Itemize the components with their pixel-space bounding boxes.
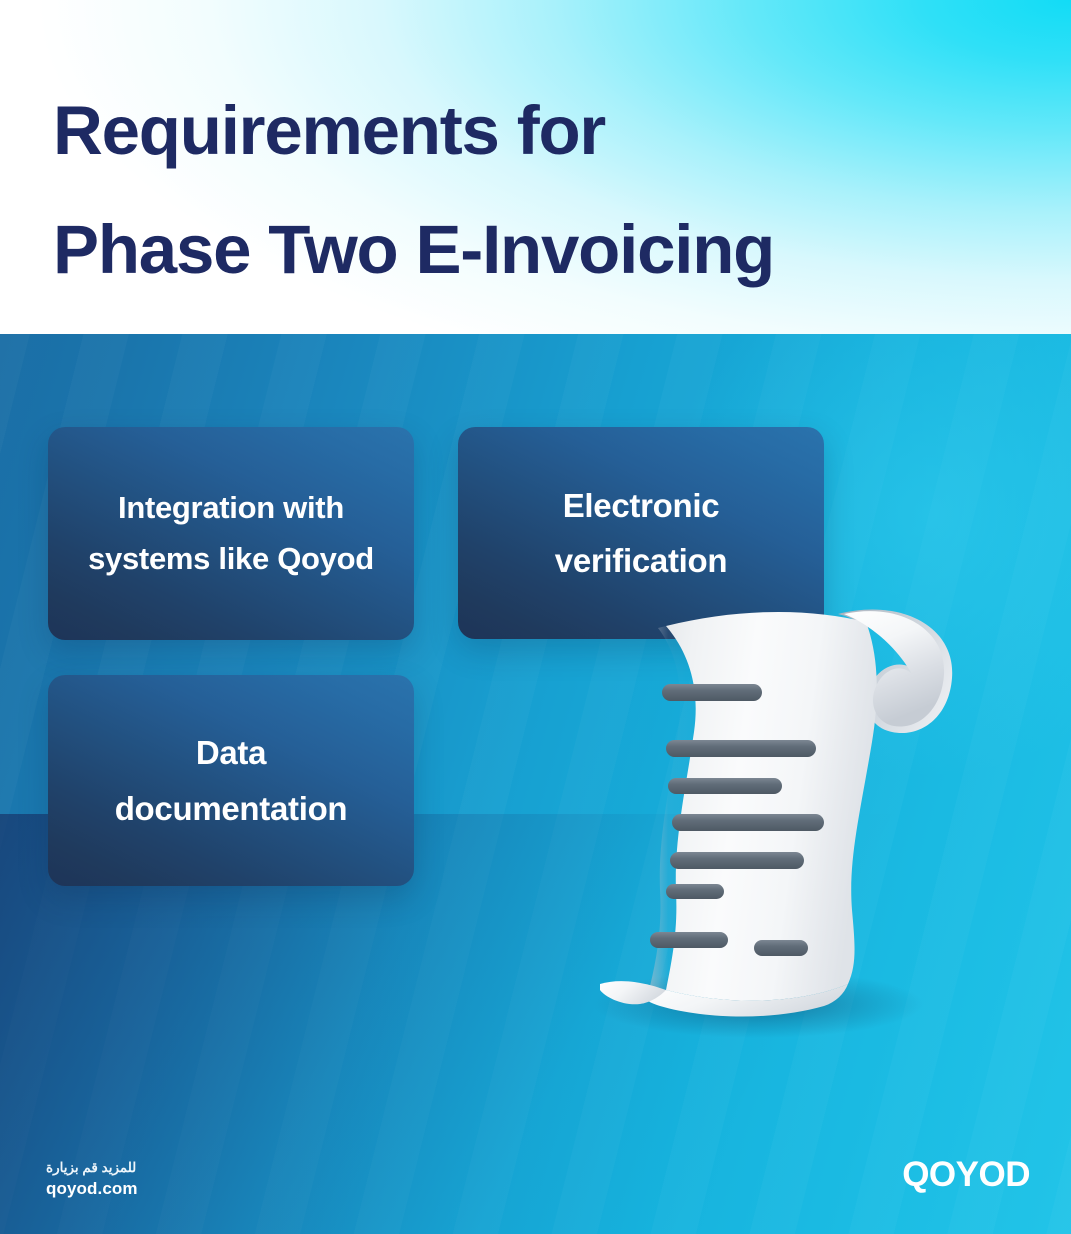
feature-card-label: Data documentation bbox=[115, 725, 348, 836]
feature-card-line-2: systems like Qoyod bbox=[88, 540, 374, 576]
feature-card-line-2: verification bbox=[554, 542, 728, 579]
qoyod-logo: QOYOD bbox=[902, 1157, 1030, 1192]
footer-arabic-note: للمزيد قم بزيارة bbox=[46, 1160, 137, 1175]
feature-card-verification[interactable]: Electronic verification bbox=[458, 427, 824, 639]
qoyod-logo-text: QOYOD bbox=[902, 1155, 1030, 1194]
page-title-line-1: Requirements for bbox=[53, 92, 606, 169]
feature-card-line-1: Electronic bbox=[562, 486, 720, 524]
feature-card-line-1: Integration with bbox=[118, 490, 344, 526]
feature-card-documentation[interactable]: Data documentation bbox=[48, 675, 414, 886]
footer-visit-note: للمزيد قم بزيارة qoyod.com bbox=[46, 1158, 138, 1200]
receipt-text-lines bbox=[650, 684, 824, 956]
header-banner: Requirements for Phase Two E-Invoicing bbox=[0, 0, 1071, 334]
footer-website-link[interactable]: qoyod.com bbox=[46, 1178, 138, 1198]
feature-card-label: Electronic verification bbox=[554, 478, 728, 589]
page-title-line-2: Phase Two E-Invoicing bbox=[53, 210, 775, 288]
feature-card-integration[interactable]: Integration with systems like Qoyod bbox=[48, 427, 414, 640]
page-title: Requirements for Phase Two E-Invoicing bbox=[53, 72, 993, 309]
feature-card-line-1: Data bbox=[195, 734, 267, 772]
feature-card-label: Integration with systems like Qoyod bbox=[88, 483, 374, 583]
feature-card-line-2: documentation bbox=[114, 789, 348, 827]
receipt-icon bbox=[593, 609, 953, 1038]
receipt-illustration bbox=[548, 592, 968, 1038]
